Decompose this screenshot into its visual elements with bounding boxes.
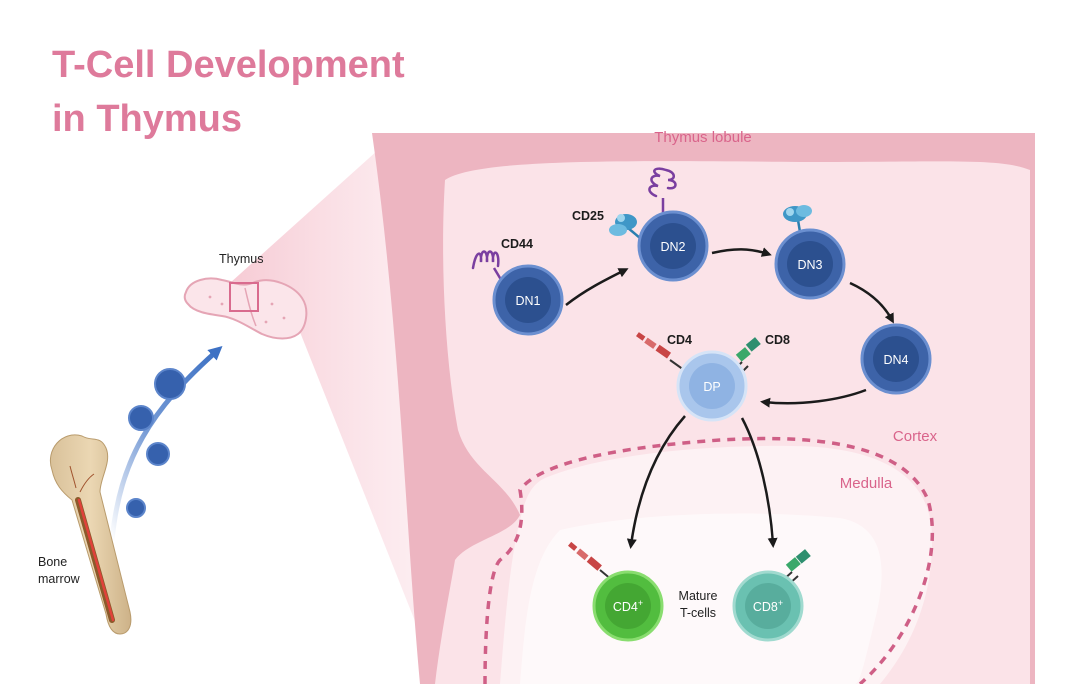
thymus-lobule-label: Thymus lobule: [654, 129, 752, 146]
cd25-receptor-icon: [783, 205, 812, 233]
cd4-label: CD4: [667, 333, 692, 347]
arrow-icon: [711, 247, 772, 257]
medulla-label: Medulla: [840, 475, 893, 492]
cd25-receptor-icon: [609, 214, 641, 239]
thymus-organ-icon: [183, 277, 308, 340]
dn4-label: DN4: [883, 353, 908, 367]
medulla-inner-region: [520, 513, 882, 684]
thymus-label: Thymus: [219, 252, 263, 266]
migrating-cell: [154, 368, 186, 400]
arrow-icon: [626, 415, 686, 549]
migration-arrow: [109, 346, 223, 541]
cd44-receptor-icon: [648, 167, 677, 213]
development-arrows: [565, 247, 894, 549]
mature-tcells-label-line-2: T-cells: [680, 606, 716, 620]
cd8-label: CD8: [765, 333, 790, 347]
dn1-label: DN1: [515, 294, 540, 308]
cd4-mature-label: CD4+: [613, 598, 643, 614]
cortex-label: Cortex: [893, 428, 938, 445]
migrating-cell: [146, 442, 170, 466]
page-title: T-Cell Development in Thymus: [52, 38, 405, 146]
dp-label: DP: [703, 380, 720, 394]
dn2-label: DN2: [660, 240, 685, 254]
migrating-cell: [128, 405, 154, 431]
cd4-mature-cell: CD4+: [592, 570, 664, 642]
title-line-1: T-Cell Development: [52, 44, 405, 86]
arrow-icon: [760, 388, 867, 408]
dn4-cell: DN4: [860, 323, 932, 395]
bone-marrow-label-line-2: marrow: [38, 572, 81, 586]
arrow-icon: [740, 417, 778, 548]
dn3-cell: DN3: [774, 228, 846, 300]
title-line-2: in Thymus: [52, 98, 243, 140]
mature-tcells-label-line-1: Mature: [679, 589, 718, 603]
medulla-boundary: [483, 436, 935, 684]
migrating-cells: [126, 368, 186, 518]
dp-cell: DP: [676, 350, 748, 422]
migrating-cell: [126, 498, 146, 518]
arrow-icon: [849, 281, 894, 324]
cd44-label: CD44: [501, 237, 533, 251]
arrow-icon: [565, 268, 629, 306]
dn3-label: DN3: [797, 258, 822, 272]
bone-marrow-icon: [50, 434, 132, 635]
dn2-cell: DN2: [637, 210, 709, 282]
cd25-label: CD25: [572, 209, 604, 223]
cd8-mature-label: CD8+: [753, 598, 783, 614]
bone-marrow-label-line-1: Bone: [38, 555, 67, 569]
cd8-mature-cell: CD8+: [732, 570, 804, 642]
thymus-zoom-box: [229, 282, 259, 312]
cd4-receptor-icon: [568, 541, 613, 581]
dn1-cell: DN1: [492, 264, 564, 336]
